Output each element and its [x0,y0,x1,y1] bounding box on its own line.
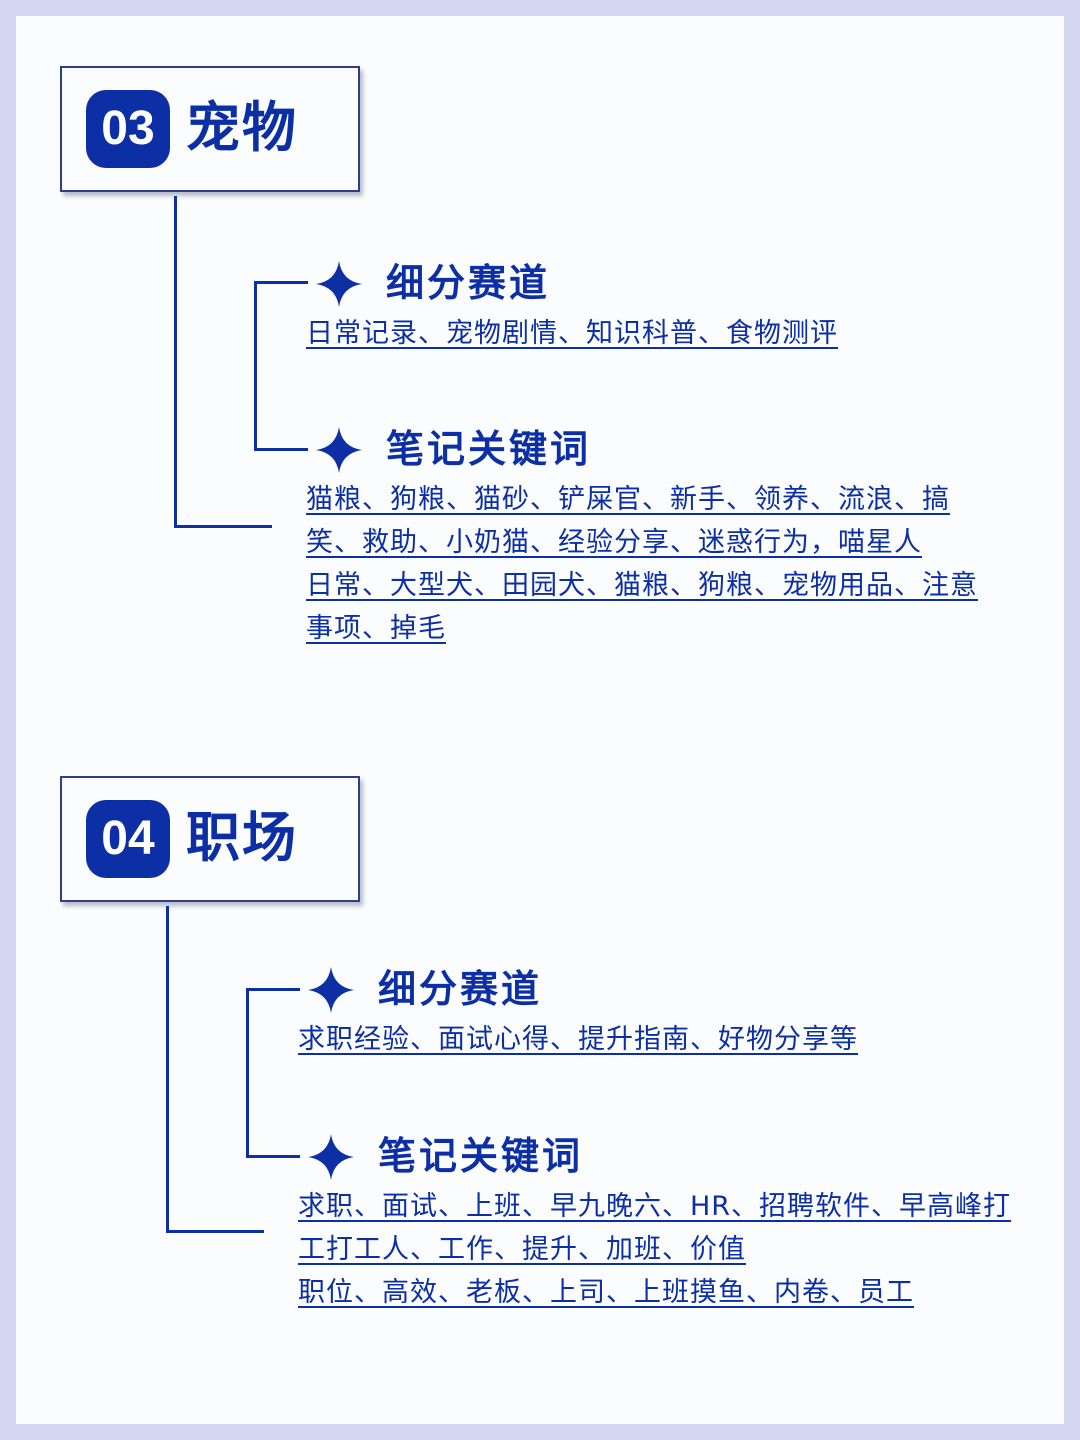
keywords-line: 日常、大型犬、田园犬、猫粮、狗粮、宠物用品、注意 [306,570,978,601]
four-point-star-icon [316,427,362,473]
keywords-line: 猫粮、狗粮、猫砂、铲屎官、新手、领养、流浪、搞 [306,484,950,515]
sub-heading-niche: 细分赛道 [378,967,543,1011]
tree-sub-line [246,988,249,1158]
keywords-line: 事项、掉毛 [306,613,446,644]
section-title-box: 04 职场 [60,776,360,902]
four-point-star-icon [308,967,354,1013]
keywords-line: 求职、面试、上班、早九晚六、HR、招聘软件、早高峰打 [298,1191,1012,1222]
keywords-text: 求职、面试、上班、早九晚六、HR、招聘软件、早高峰打 工打工人、工作、提升、加班… [298,1185,1011,1314]
keywords-text: 猫粮、狗粮、猫砂、铲屎官、新手、领养、流浪、搞 笑、救助、小奶猫、经验分享、迷惑… [306,478,978,650]
four-point-star-icon [308,1134,354,1180]
sub-heading-keywords: 笔记关键词 [386,427,592,471]
page-card: 03 宠物 细分赛道 日常记录、宠物剧情、知识科普、食物测评 笔记关键词 猫粮、… [16,16,1064,1424]
keywords-line: 职位、高效、老板、上司、上班摸鱼、内卷、员工 [298,1277,914,1308]
section-workplace: 04 职场 细分赛道 求职经验、面试心得、提升指南、好物分享等 笔记关键词 求职… [16,726,1064,1386]
keywords-line: 工打工人、工作、提升、加班、价值 [298,1234,746,1265]
niche-text-line: 求职经验、面试心得、提升指南、好物分享等 [298,1024,858,1055]
sub-heading-keywords: 笔记关键词 [378,1134,584,1178]
section-pets: 03 宠物 细分赛道 日常记录、宠物剧情、知识科普、食物测评 笔记关键词 猫粮、… [16,16,1064,676]
tree-sub-branch-top [246,988,300,991]
niche-text-line: 日常记录、宠物剧情、知识科普、食物测评 [306,318,838,349]
tree-trunk-line [174,196,177,528]
niche-text: 求职经验、面试心得、提升指南、好物分享等 [298,1018,858,1061]
tree-branch-line [166,1230,264,1233]
tree-sub-line [254,281,257,451]
tree-sub-branch-top [254,281,308,284]
section-title-box: 03 宠物 [60,66,360,192]
four-point-star-icon [316,261,362,307]
section-number-badge: 03 [86,90,170,168]
sub-heading-niche: 细分赛道 [386,261,551,305]
section-number-badge: 04 [86,800,170,878]
keywords-line: 笑、救助、小奶猫、经验分享、迷惑行为，喵星人 [306,527,922,558]
section-title: 宠物 [186,96,298,159]
tree-trunk-line [166,906,169,1233]
niche-text: 日常记录、宠物剧情、知识科普、食物测评 [306,312,838,355]
section-title: 职场 [186,806,298,869]
tree-branch-line [174,525,272,528]
tree-sub-branch-bottom [254,448,308,451]
tree-sub-branch-bottom [246,1155,300,1158]
